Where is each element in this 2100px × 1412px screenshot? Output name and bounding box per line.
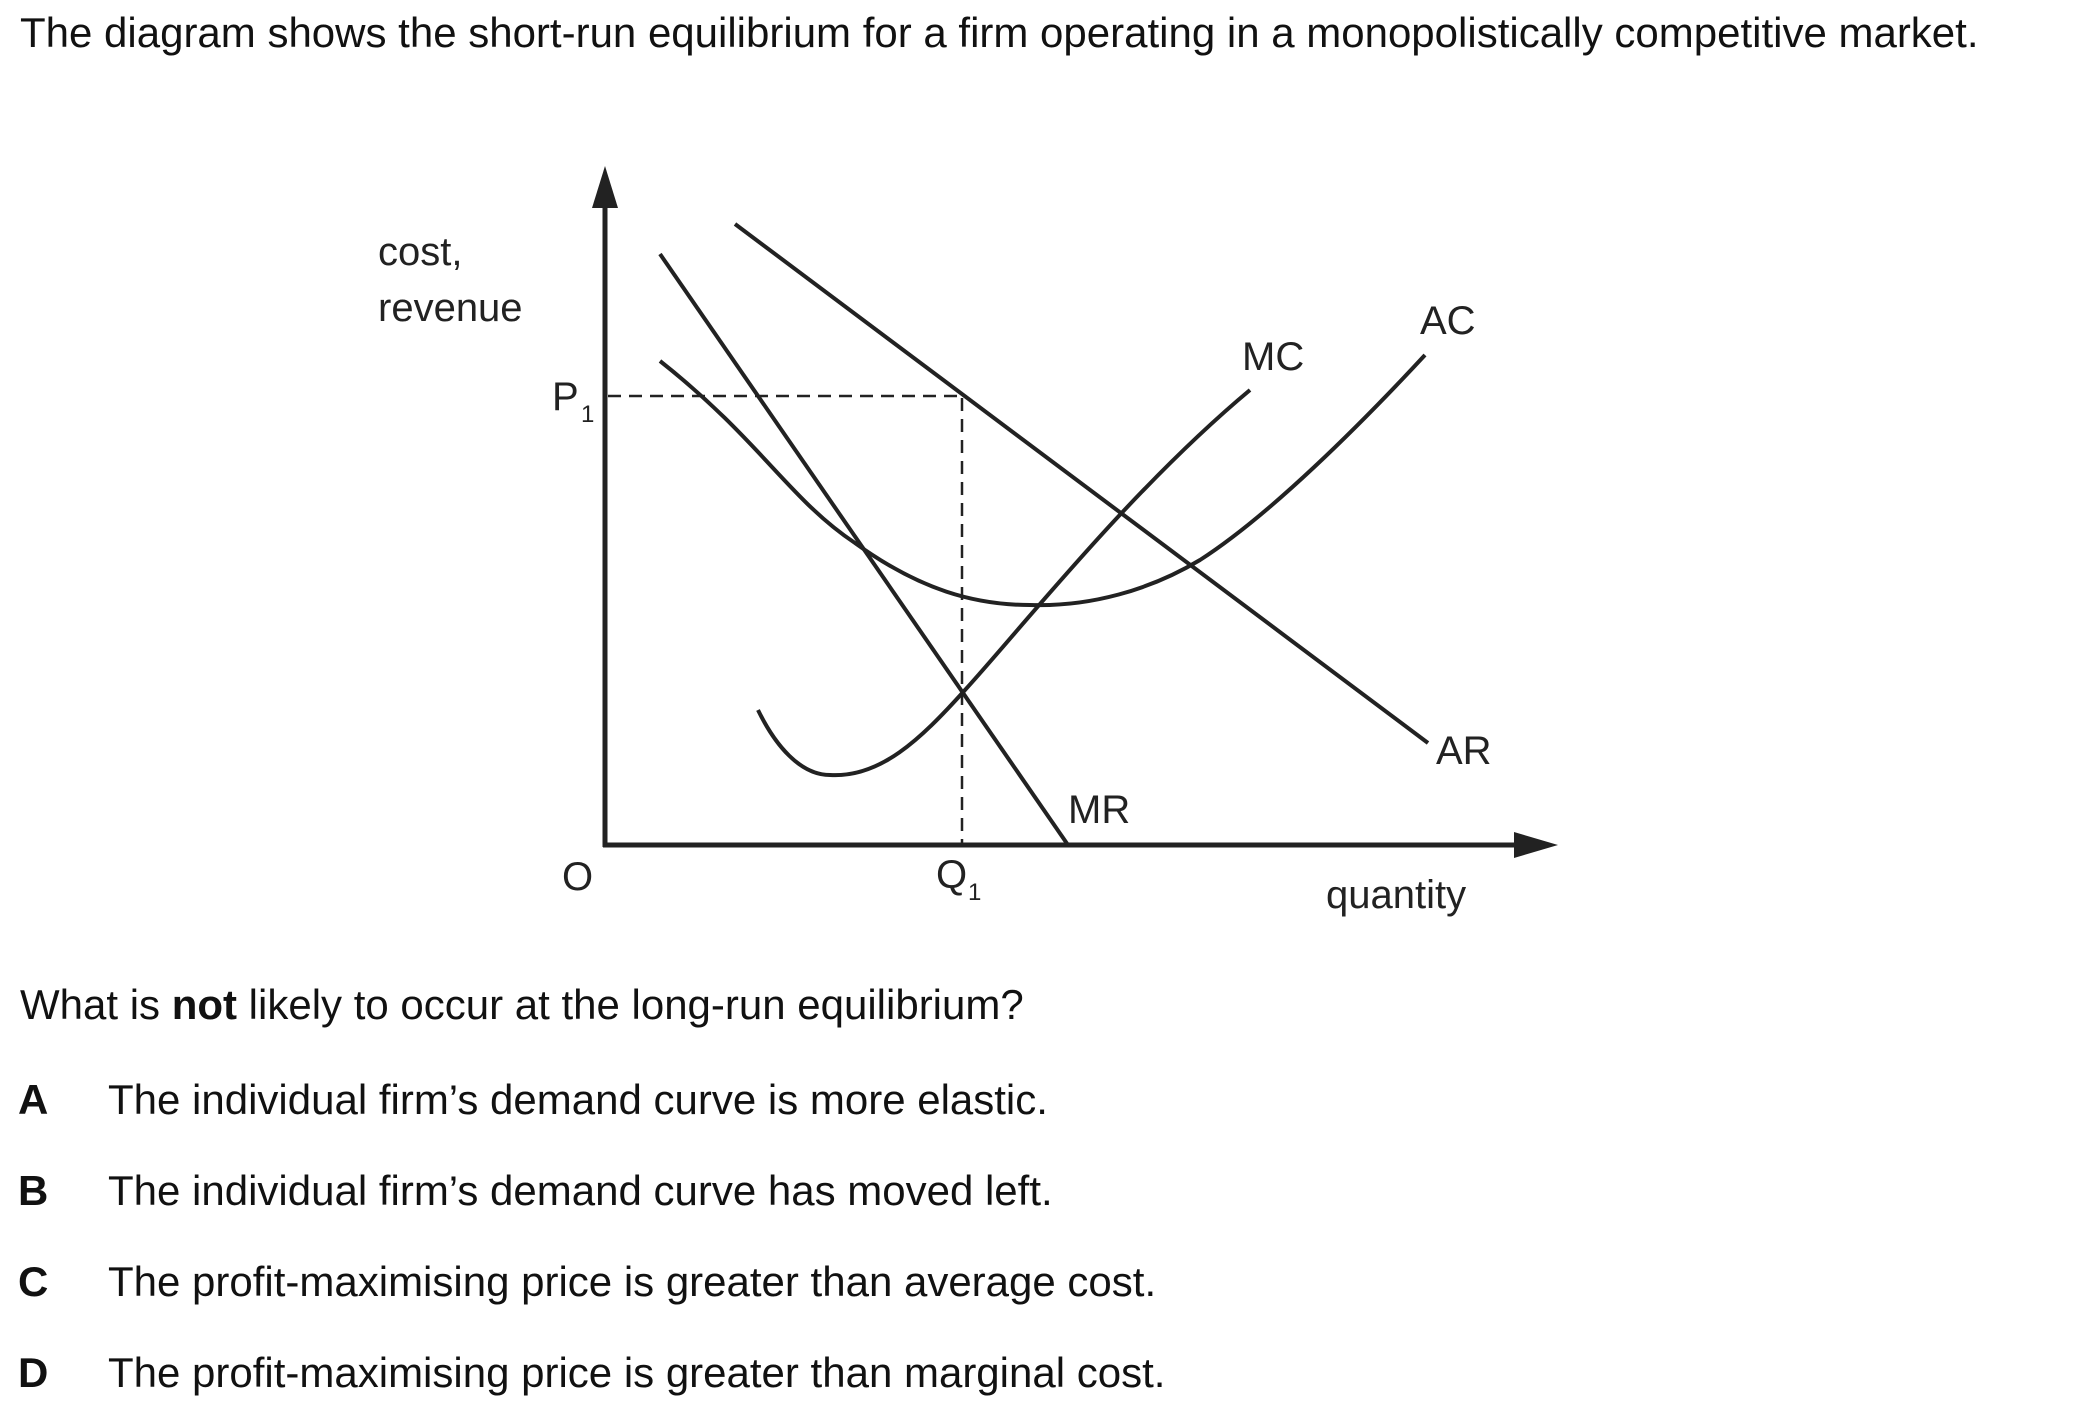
quantity-label: Q (936, 853, 967, 897)
mc-label: MC (1242, 335, 1304, 379)
y-axis-arrowhead (592, 166, 618, 208)
option-d-text: The profit-maximising price is greater t… (108, 1349, 1166, 1396)
origin-label: O (562, 855, 593, 899)
option-d-letter: D (18, 1349, 49, 1396)
quantity-subscript: 1 (968, 879, 981, 906)
y-axis-label-line1: cost, (378, 230, 462, 274)
option-c-text: The profit-maximising price is greater t… (108, 1258, 1157, 1305)
question-emphasis: not (171, 981, 237, 1028)
option-b-letter: B (18, 1167, 49, 1214)
x-axis-arrowhead (1514, 832, 1558, 858)
mr-label: MR (1068, 788, 1130, 832)
price-subscript: 1 (581, 401, 594, 428)
question-prefix: What is (20, 981, 172, 1028)
option-b-text: The individual firm’s demand curve has m… (108, 1167, 1053, 1214)
ac-curve (658, 353, 1427, 608)
x-axis-label: quantity (1326, 873, 1466, 917)
option-c-letter: C (18, 1258, 49, 1305)
option-a-letter: A (18, 1076, 49, 1123)
question-text: What is not likely to occur at the long-… (20, 980, 1024, 1030)
ac-label: AC (1420, 299, 1476, 343)
ar-label: AR (1436, 729, 1492, 773)
y-axis-label-line2: revenue (378, 286, 523, 330)
price-label: P (552, 375, 579, 419)
intro-text: The diagram shows the short-run equilibr… (20, 9, 1979, 56)
ar-curve (733, 222, 1430, 745)
option-a-text: The individual firm’s demand curve is mo… (108, 1076, 1048, 1123)
question-suffix: likely to occur at the long-run equilibr… (237, 981, 1024, 1028)
mc-curve (756, 388, 1252, 778)
